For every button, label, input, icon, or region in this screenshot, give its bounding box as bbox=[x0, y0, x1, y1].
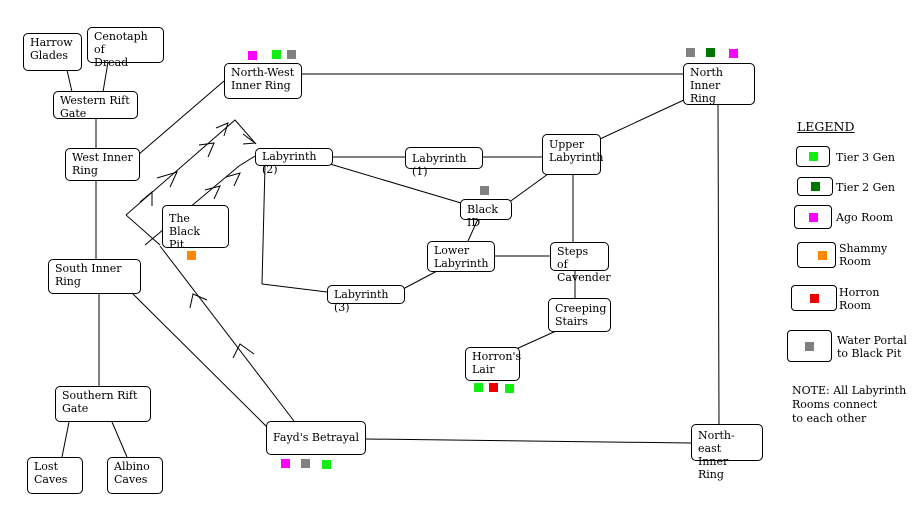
marker-ago bbox=[248, 51, 257, 60]
room-harrow-glades: Harrow Glades bbox=[23, 33, 82, 71]
marker-tier3 bbox=[272, 50, 281, 59]
edge-creeping-horron bbox=[513, 330, 557, 351]
room-steps-of-cavender: Steps of Cavender bbox=[550, 242, 611, 284]
marker-tier3 bbox=[505, 384, 514, 393]
edge-black-id-lower bbox=[467, 218, 479, 242]
room-creeping-stairs: Creeping Stairs bbox=[548, 298, 611, 332]
edge-upper-black-id bbox=[507, 173, 549, 204]
arrowhead bbox=[139, 190, 153, 206]
edge-lower-labyrinth3 bbox=[402, 270, 438, 290]
room-albino-caves: Albino Caves bbox=[107, 457, 163, 494]
room-north-west-inner-ring: North-West Inner Ring bbox=[224, 63, 302, 99]
room-the-black-pit: The Black Pit bbox=[162, 205, 229, 251]
room-lower-labyrinth: Lower Labyrinth bbox=[427, 241, 495, 272]
arrowhead bbox=[204, 185, 221, 200]
legend-label-tier2: Tier 2 Gen bbox=[836, 181, 895, 194]
edge-southern-rift-lost-caves bbox=[61, 421, 70, 458]
room-north-east-inner-ring: North-east Inner Ring bbox=[691, 424, 763, 481]
legend-label-portal: Water Portal to Black Pit bbox=[837, 334, 907, 360]
arrowhead bbox=[189, 293, 208, 309]
edge-north-inner-upper-labyrinth bbox=[599, 98, 687, 140]
room-west-inner-ring: West Inner Ring bbox=[65, 148, 140, 181]
room-south-inner-ring: South Inner Ring bbox=[48, 259, 141, 294]
legend-label-horron: Horron Room bbox=[839, 286, 880, 312]
edge-labyrinth3-left bbox=[261, 283, 328, 293]
marker-shammy bbox=[187, 251, 196, 260]
marker-portal bbox=[301, 459, 310, 468]
marker-portal bbox=[480, 186, 489, 195]
legend-label-shammy: Shammy Room bbox=[839, 242, 888, 268]
edge-fayds-north-east bbox=[365, 438, 692, 444]
marker-tier2 bbox=[706, 48, 715, 57]
legend-swatch-horron bbox=[791, 285, 837, 311]
room-fayds-betrayal: Fayd's Betrayal bbox=[266, 421, 366, 455]
arrowhead bbox=[242, 133, 257, 145]
marker-ago bbox=[729, 49, 738, 58]
room-labyrinth-2: Labyrinth (2) bbox=[255, 148, 333, 176]
path-black-pit-left bbox=[125, 214, 161, 246]
room-labyrinth-1: Labyrinth (1) bbox=[405, 147, 483, 178]
edge-north-inner-north-east bbox=[717, 103, 720, 426]
legend-label-tier3: Tier 3 Gen bbox=[836, 151, 895, 164]
room-horrons-lair: Horron's Lair bbox=[465, 347, 521, 381]
path-fayds-to-labyrinth bbox=[159, 245, 295, 422]
room-lost-caves: Lost Caves bbox=[27, 457, 83, 494]
edge-labyrinth2-black-id bbox=[329, 163, 462, 204]
legend-swatch-ago bbox=[794, 205, 832, 229]
room-cenotaph-of-dread: Cenotaph of Dread bbox=[87, 27, 164, 69]
marker-horron bbox=[489, 383, 498, 392]
room-black-id: Black ID bbox=[460, 199, 512, 229]
room-western-rift-gate: Western Rift Gate bbox=[53, 91, 138, 120]
marker-tier3 bbox=[474, 383, 483, 392]
legend-title: LEGEND bbox=[797, 119, 855, 134]
edge-harrow-western-rift bbox=[66, 69, 73, 93]
arrowhead bbox=[225, 172, 241, 187]
edge-cenotaph-western-rift bbox=[102, 61, 109, 93]
legend-swatch-tier2 bbox=[797, 177, 833, 196]
arrowhead bbox=[156, 171, 178, 188]
legend-swatch-shammy bbox=[797, 242, 836, 268]
marker-portal bbox=[287, 50, 296, 59]
edge-south-inner-fayds bbox=[129, 290, 269, 429]
marker-tier3 bbox=[322, 460, 331, 469]
legend-swatch-tier3 bbox=[796, 146, 830, 167]
path-west-to-labyrinth bbox=[125, 119, 257, 216]
arrowhead bbox=[198, 142, 215, 158]
marker-ago bbox=[281, 459, 290, 468]
arrowhead bbox=[215, 122, 229, 137]
arrowhead bbox=[232, 343, 255, 359]
room-upper-labyrinth: Upper Labyrinth bbox=[542, 134, 603, 175]
edge-west-inner-north-west bbox=[130, 80, 225, 162]
edge-southern-rift-albino-caves bbox=[111, 421, 128, 458]
legend-label-ago: Ago Room bbox=[836, 211, 894, 224]
legend-note: NOTE: All Labyrinth Rooms connect to eac… bbox=[792, 384, 907, 425]
room-north-inner-ring: North Inner Ring bbox=[683, 63, 755, 105]
room-labyrinth-3: Labyrinth (3) bbox=[327, 285, 405, 314]
marker-portal bbox=[686, 48, 695, 57]
room-southern-rift-gate: Southern Rift Gate bbox=[55, 386, 151, 422]
edge-labyrinth2-labyrinth3 bbox=[261, 165, 266, 285]
legend-swatch-portal bbox=[787, 330, 832, 362]
